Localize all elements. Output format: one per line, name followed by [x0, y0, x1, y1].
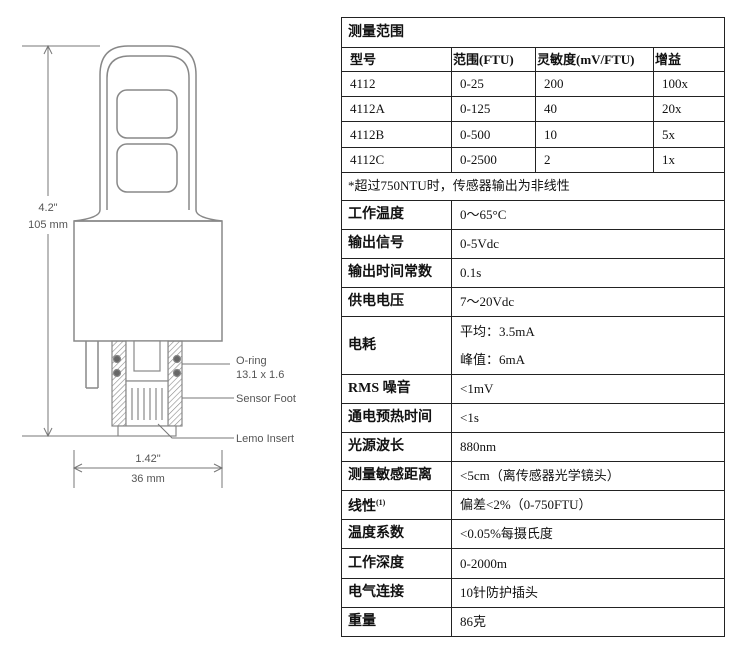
gain-cell: 100x: [653, 71, 725, 98]
spec-value: 0-5Vdc: [451, 228, 725, 260]
model-cell: 4112: [341, 71, 452, 98]
spec-row: RMS 噪音 <1mV: [341, 373, 725, 404]
spec-label: 工作深度: [341, 548, 452, 579]
spec-value: <1mV: [451, 373, 725, 404]
callout-lines: [157, 363, 234, 439]
width-inches-label: 1.42": [135, 453, 160, 465]
spec-table: 测量范围 型号 范围(FTU) 灵敏度(mV/FTU) 增益 4112 0-25…: [341, 16, 725, 638]
spec-row: 电气连接 10针防护插头: [341, 577, 725, 608]
note-row: *超过750NTU时，传感器输出为非线性: [341, 171, 725, 201]
range-cell: 0-500: [451, 121, 536, 148]
range-title: 测量范围: [341, 16, 725, 49]
spec-row: 通电预热时间 <1s: [341, 402, 725, 433]
width-mm-label: 36 mm: [131, 473, 165, 485]
power-peak: 峰值：6mA: [460, 351, 526, 367]
height-dimension: [22, 44, 118, 438]
range-cell: 0-25: [451, 71, 536, 98]
spec-row: 温度系数 <0.05%每摄氏度: [341, 519, 725, 550]
spec-value: 880nm: [451, 431, 725, 463]
range-header-row: 型号 范围(FTU) 灵敏度(mV/FTU) 增益: [341, 47, 725, 73]
spec-row: 光源波长 880nm: [341, 431, 725, 463]
spec-value: 0.1s: [451, 258, 725, 289]
range-cell: 0-125: [451, 96, 536, 123]
spec-value: <0.05%每摄氏度: [451, 519, 725, 550]
oring-size-label: 13.1 x 1.6: [236, 369, 284, 381]
spec-value: 偏差<2%（0-750FTU）: [451, 490, 725, 521]
footnote-marker: (1): [376, 497, 386, 507]
spec-value: <5cm（离传感器光学镜头）: [451, 461, 725, 492]
spec-label: 通电预热时间: [341, 402, 452, 433]
spec-value: 0-2000m: [451, 548, 725, 579]
spec-row-power: 电耗 平均：3.5mA 峰值：6mA: [341, 316, 725, 375]
table-row: 4112 0-25 200 100x: [341, 71, 725, 98]
spec-label: 电耗: [341, 316, 452, 375]
nonlinear-note: *超过750NTU时，传感器输出为非线性: [341, 171, 725, 201]
spec-value: 10针防护插头: [451, 577, 725, 608]
spec-row: 输出时间常数 0.1s: [341, 258, 725, 289]
gain-cell: 1x: [653, 146, 725, 173]
col-gain: 增益: [653, 47, 725, 73]
spec-row: 工作温度 0～65°C: [341, 199, 725, 230]
spec-label: 供电电压: [341, 287, 452, 318]
spec-label: 电气连接: [341, 577, 452, 608]
spec-label: 输出时间常数: [341, 258, 452, 289]
sensor-foot-label: Sensor Foot: [236, 393, 296, 405]
spec-label: 线性(1): [341, 490, 452, 521]
spec-value: <1s: [451, 402, 725, 433]
sensor-foot: [111, 340, 183, 437]
height-mm-label: 105 mm: [28, 219, 68, 231]
sensitivity-cell: 40: [535, 96, 654, 123]
sensitivity-cell: 200: [535, 71, 654, 98]
table-row: 4112B 0-500 10 5x: [341, 121, 725, 148]
spec-label: 温度系数: [341, 519, 452, 550]
power-values: 平均：3.5mA 峰值：6mA: [451, 316, 725, 375]
sensitivity-cell: 2: [535, 146, 654, 173]
spec-row-linearity: 线性(1) 偏差<2%（0-750FTU）: [341, 490, 725, 521]
spec-label: 输出信号: [341, 228, 452, 260]
model-cell: 4112A: [341, 96, 452, 123]
sensor-dimension-drawing: 4.2" 105 mm O-ring: [22, 44, 296, 488]
model-cell: 4112B: [341, 121, 452, 148]
sensitivity-cell: 10: [535, 121, 654, 148]
lemo-insert-label: Lemo Insert: [236, 433, 294, 445]
height-inches-label: 4.2": [38, 202, 57, 214]
spec-label: RMS 噪音: [341, 373, 452, 404]
linearity-label: 线性: [348, 499, 376, 515]
col-sensitivity: 灵敏度(mV/FTU): [535, 47, 654, 73]
range-title-row: 测量范围: [341, 16, 725, 49]
gain-cell: 20x: [653, 96, 725, 123]
sensor-head: [99, 45, 197, 210]
spec-value: 86克: [451, 606, 725, 638]
spec-row: 供电电压 7～20Vdc: [341, 287, 725, 318]
spec-label: 测量敏感距离: [341, 461, 452, 492]
spec-row: 工作深度 0-2000m: [341, 548, 725, 579]
power-average: 平均：3.5mA: [460, 323, 535, 339]
table-row: 4112A 0-125 40 20x: [341, 96, 725, 123]
spec-value: 0～65°C: [451, 199, 725, 230]
col-range: 范围(FTU): [451, 47, 536, 73]
model-cell: 4112C: [341, 146, 452, 173]
spec-value: 7～20Vdc: [451, 287, 725, 318]
col-model: 型号: [341, 47, 452, 73]
spec-label: 光源波长: [341, 431, 452, 463]
table-row: 4112C 0-2500 2 1x: [341, 146, 725, 173]
spec-row: 输出信号 0-5Vdc: [341, 228, 725, 260]
width-dimension: [72, 450, 224, 488]
range-cell: 0-2500: [451, 146, 536, 173]
gain-cell: 5x: [653, 121, 725, 148]
oring-label: O-ring: [236, 355, 267, 367]
spec-label: 重量: [341, 606, 452, 638]
spec-label: 工作温度: [341, 199, 452, 230]
spec-row: 重量 86克: [341, 606, 725, 638]
spec-row: 测量敏感距离 <5cm（离传感器光学镜头）: [341, 461, 725, 492]
